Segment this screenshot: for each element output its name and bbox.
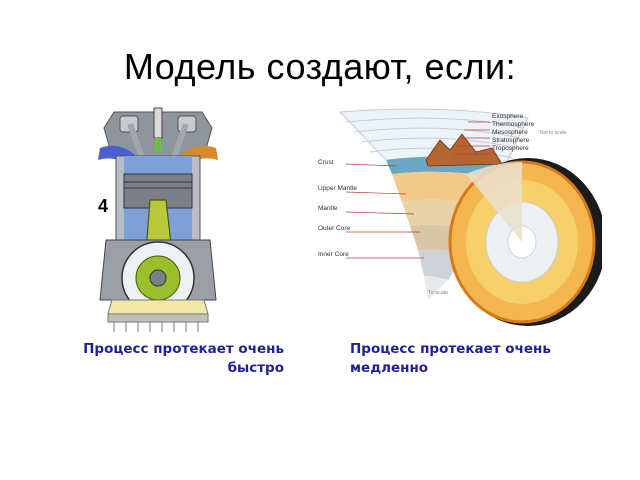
caption-fast-line1: Процесс протекает очень — [83, 341, 284, 357]
interior-label-crust: Crust — [318, 159, 334, 166]
slide-title: Модель создают, если: — [123, 46, 517, 87]
earth-layers-illustration: Exosphere Thermosphere Mesosphere Strato… — [318, 108, 602, 326]
to-scale-label: To scale — [428, 290, 448, 296]
interior-label-inner-core: Inner Core — [318, 251, 349, 258]
interior-label-upper-mantle: Upper Mantle — [318, 185, 357, 192]
interior-label-outer-core: Outer Core — [318, 225, 351, 232]
atmosphere-label-troposphere: Troposphere — [492, 145, 529, 152]
atmosphere-label-stratosphere: Stratosphere — [492, 137, 530, 144]
caption-fast-process: Процесс протекает очень быстро — [60, 340, 284, 378]
caption-slow-line2: медленно — [350, 360, 429, 376]
caption-slow-process: Процесс протекает очень медленно — [350, 340, 590, 378]
caption-fast-line2: быстро — [227, 360, 284, 376]
atmosphere-label-exosphere: Exosphere — [492, 113, 523, 120]
atmosphere-label-thermosphere: Thermosphere — [492, 121, 535, 128]
atmosphere-label-mesosphere: Mesosphere — [492, 129, 528, 136]
engine-illustration: 4 — [98, 107, 218, 332]
not-to-scale-label: Not to scale — [540, 130, 567, 136]
stroke-number: 4 — [98, 196, 108, 216]
interior-label-mantle: Mantle — [318, 205, 338, 212]
caption-slow-line1: Процесс протекает очень — [350, 341, 551, 357]
